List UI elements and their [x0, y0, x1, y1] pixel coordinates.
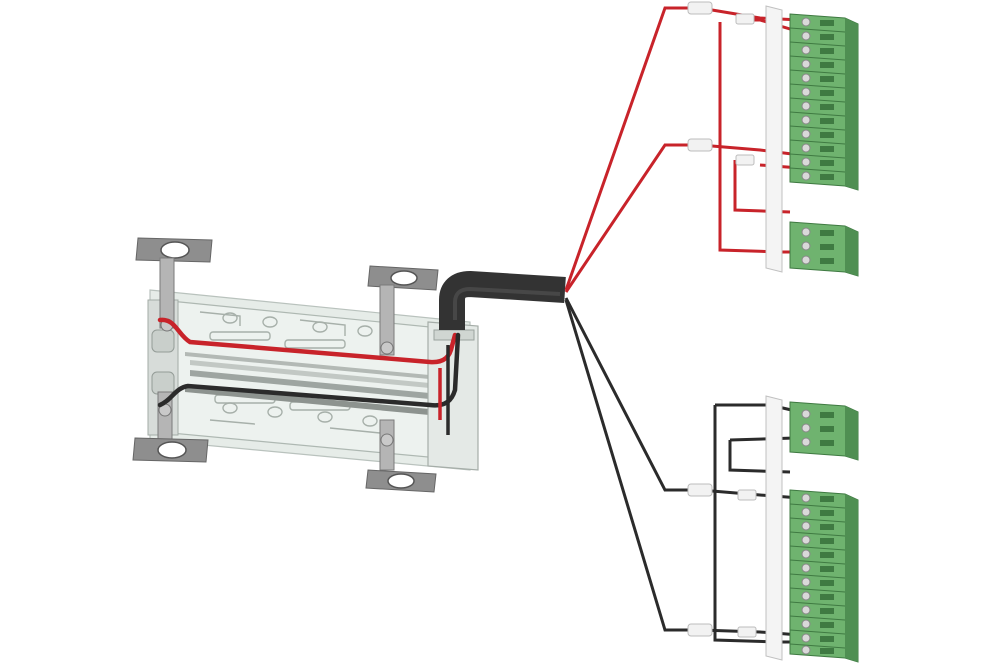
wire-clip: [687, 483, 713, 497]
fan-out-red-wires: [564, 6, 700, 293]
top-distribution: [687, 1, 859, 277]
mounting-bracket-bottom-right: [365, 419, 437, 493]
cable-jacket: [439, 271, 566, 330]
adapter-red-wire: [157, 317, 458, 365]
top-connector-holder: [765, 5, 783, 273]
fan-out-black-wires: [564, 297, 700, 632]
plate-details: [199, 311, 381, 434]
busbar-rails: [185, 352, 440, 416]
wire-clip: [687, 1, 713, 15]
adapter-black-wire: [157, 332, 461, 408]
wire-clip: [735, 154, 755, 166]
mounting-bracket-top-left: [135, 237, 213, 332]
terminal-block-top-large: [789, 13, 859, 191]
wire-clip: [737, 626, 757, 638]
mounting-bracket-top-right: [367, 265, 439, 356]
busbar-adapter: [132, 237, 479, 493]
terminal-block-top-small: [789, 221, 859, 277]
wire-clip: [737, 489, 757, 501]
terminal-block-bottom-small: [789, 401, 859, 461]
wire-clip: [735, 13, 755, 25]
wire-clip: [687, 623, 713, 637]
wire-clip: [687, 138, 713, 152]
bottom-connector-holder: [765, 395, 783, 661]
bottom-distribution: [687, 395, 859, 663]
terminal-block-bottom-large: [789, 489, 859, 663]
